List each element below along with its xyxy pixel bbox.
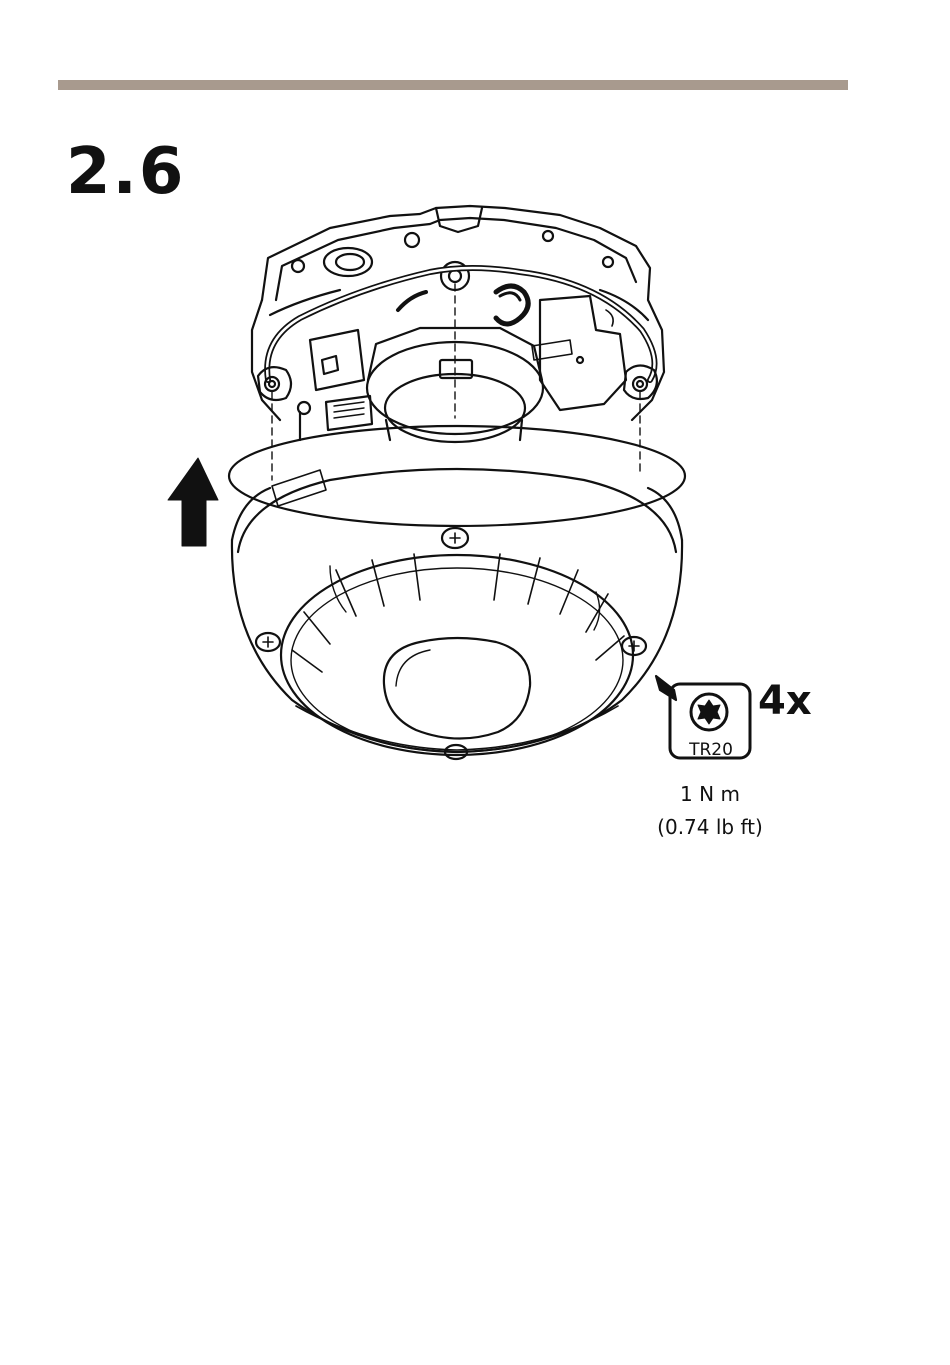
mounting-base [252, 206, 664, 442]
arrow-up-icon [168, 458, 218, 546]
screw-count: 4x [758, 681, 812, 721]
torx-size-label: TR20 [672, 740, 750, 760]
torque-imperial: (0.74 lb ft) [630, 811, 790, 844]
torque-metric: 1 N m [630, 778, 790, 811]
alignment-lines [272, 284, 640, 480]
torque-spec: 1 N m (0.74 lb ft) [630, 778, 790, 844]
dome-cover [229, 426, 685, 759]
